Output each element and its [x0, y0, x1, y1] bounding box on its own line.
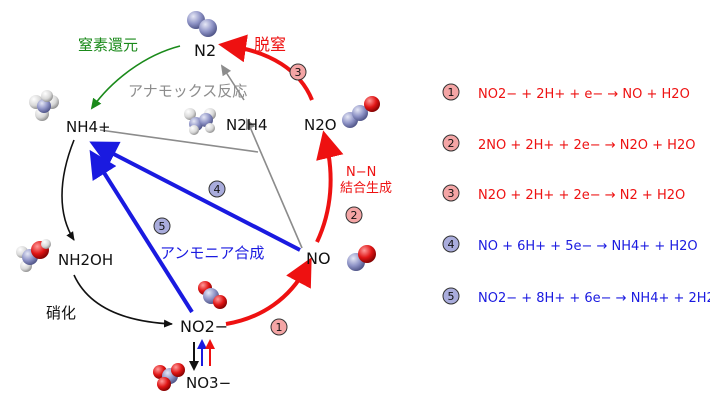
- line-anammox-nh4-to-n2h4: [99, 129, 259, 153]
- label-nitrogen-reduction: 窒素還元: [78, 36, 138, 54]
- svg-text:2: 2: [448, 137, 455, 150]
- no2-molecule-icon: [198, 281, 227, 309]
- label-nn-bond-line1: N−N: [346, 165, 376, 180]
- species-n2: N2: [194, 41, 216, 60]
- equation-1: 1 NO2− + 2H+ + e− → NO + H2O: [442, 83, 690, 102]
- equation-2: 2 2NO + 2H+ + 2e− → N2O + H2O: [442, 134, 695, 153]
- arrow-step1-no2-to-no: [225, 257, 312, 326]
- species-no: NO: [306, 249, 331, 268]
- svg-text:3: 3: [295, 66, 302, 79]
- species-nh2oh: NH2OH: [58, 251, 113, 269]
- diagram-badge-1: 1: [270, 318, 288, 336]
- nh2oh-molecule-icon: [16, 239, 51, 272]
- diagram-badge-3: 3: [289, 63, 307, 81]
- svg-text:4: 4: [448, 238, 455, 251]
- equation-1-text: NO2− + 2H+ + e− → NO + H2O: [478, 87, 690, 102]
- arrow-anammox-no-to-n2h4: [245, 118, 303, 249]
- label-nn-bond-line2: 結合生成: [340, 181, 392, 196]
- species-nh4: NH4+: [66, 118, 111, 136]
- svg-text:1: 1: [448, 86, 455, 99]
- diagram-badge-4: 4: [208, 180, 226, 198]
- arrow-nh2oh-to-no2: [73, 274, 173, 328]
- arrow-step4-no-to-nh4: [89, 141, 301, 252]
- equation-5-text: NO2− + 8H+ + 6e− → NH4+ + 2H2O: [478, 291, 710, 306]
- species-n2h4: N2H4: [226, 116, 268, 134]
- n2o-molecule-icon: [342, 96, 380, 128]
- label-anammox: アナモックス反応: [128, 82, 247, 100]
- diagram-badge-5: 5: [153, 217, 171, 235]
- label-ammonia-synthesis: アンモニア合成: [160, 244, 264, 262]
- n2h4-molecule-icon: [184, 108, 216, 135]
- svg-text:3: 3: [448, 187, 455, 200]
- species-no3: NO3−: [186, 374, 231, 392]
- svg-text:1: 1: [276, 321, 283, 334]
- svg-text:2: 2: [351, 209, 358, 222]
- svg-text:5: 5: [448, 290, 455, 303]
- svg-text:4: 4: [214, 183, 221, 196]
- equation-3: 3 N2O + 2H+ + 2e− → N2 + H2O: [442, 184, 685, 203]
- svg-text:5: 5: [159, 220, 166, 233]
- no3-molecule-icon: [153, 363, 185, 391]
- diagram-badge-2: 2: [345, 206, 363, 224]
- label-denitrification: 脱窒: [254, 35, 286, 54]
- arrow-step5-no2-to-nh4: [89, 149, 194, 314]
- label-nitrification: 硝化: [46, 304, 76, 322]
- arrow-n2-to-nh4: [90, 45, 181, 110]
- arrow-nh4-to-nh2oh: [61, 139, 75, 241]
- equation-3-text: N2O + 2H+ + 2e− → N2 + H2O: [478, 188, 685, 203]
- n2-molecule-icon: [187, 11, 217, 37]
- equation-5: 5 NO2− + 8H+ + 6e− → NH4+ + 2H2O: [442, 287, 710, 306]
- no-molecule-icon: [347, 245, 376, 271]
- nh4-molecule-icon: [29, 90, 59, 121]
- species-n2o: N2O: [304, 116, 337, 134]
- equation-2-text: 2NO + 2H+ + 2e− → N2O + H2O: [478, 138, 695, 153]
- arrow-step2-no-to-n2o: [315, 130, 344, 243]
- equation-4: 4 NO + 6H+ + 5e− → NH4+ + H2O: [442, 235, 698, 254]
- arrow-anammox-n2h4-to-n2: [220, 64, 245, 101]
- species-no2: NO2−: [180, 317, 228, 336]
- equation-4-text: NO + 6H+ + 5e− → NH4+ + H2O: [478, 239, 698, 254]
- arrow-step3-n2o-to-n2: [218, 34, 314, 101]
